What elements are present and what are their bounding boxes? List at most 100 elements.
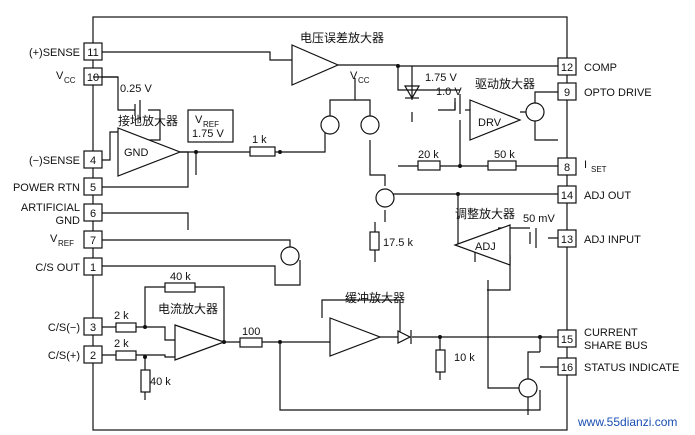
pin-5: 5 POWER RTN — [13, 177, 103, 196]
resistor-17k5: 17.5 k — [369, 231, 413, 251]
pin-6: 6 ARTIFICIAL GND — [21, 202, 103, 227]
svg-text:5: 5 — [90, 182, 96, 194]
resistor-100: 100 — [239, 326, 263, 348]
svg-text:6: 6 — [90, 208, 96, 220]
svg-text:7: 7 — [90, 235, 96, 247]
transistor-opto — [525, 102, 545, 122]
svg-text:SHARE BUS: SHARE BUS — [584, 340, 648, 352]
drive-amp: 驱动放大器 DRV — [469, 76, 535, 141]
resistor-10k: 10 k — [435, 349, 475, 373]
svg-text:16: 16 — [561, 362, 573, 374]
svg-text:ARTIFICIAL: ARTIFICIAL — [21, 202, 80, 214]
svg-text:1.75 V: 1.75 V — [192, 128, 224, 140]
svg-text:GND: GND — [56, 215, 81, 227]
svg-text:REF: REF — [203, 120, 219, 129]
battery-1v0: 1.0 V — [436, 86, 462, 114]
svg-text:C/S(−): C/S(−) — [48, 322, 80, 334]
svg-text:4: 4 — [90, 155, 96, 167]
svg-text:40 k: 40 k — [170, 271, 191, 283]
pin-13: 13 ADJ INPUT — [557, 229, 641, 248]
chip-boundary — [92, 16, 568, 431]
pin-14: 14 ADJ OUT — [557, 185, 631, 204]
pin-7: 7 V REF — [50, 230, 103, 249]
resistor-2k-a: 2 k — [114, 310, 137, 333]
ground-amp: 接地放大器 GND — [117, 113, 182, 177]
svg-text:2 k: 2 k — [114, 338, 129, 350]
svg-text:电流放大器: 电流放大器 — [158, 301, 218, 316]
svg-text:11: 11 — [87, 47, 98, 59]
pin-11: 11 (+)SENSE — [29, 42, 103, 61]
svg-text:SET: SET — [591, 165, 607, 174]
resistor-40k-bot: 40 k — [140, 369, 171, 393]
svg-text:10 k: 10 k — [454, 352, 475, 364]
svg-text:GND: GND — [124, 147, 149, 159]
svg-text:1: 1 — [90, 262, 96, 274]
vref-block: V REF 1.75 V — [187, 109, 234, 143]
buffer-diode — [397, 330, 412, 344]
buffer-amp: 缓冲放大器 — [329, 290, 405, 357]
svg-text:13: 13 — [561, 234, 573, 246]
svg-text:ADJ: ADJ — [475, 241, 496, 253]
resistor-40k-top: 40 k — [164, 271, 196, 293]
svg-text:0.25 V: 0.25 V — [120, 83, 152, 95]
svg-text:CC: CC — [64, 76, 76, 85]
svg-text:ADJ INPUT: ADJ INPUT — [584, 234, 641, 246]
svg-text:8: 8 — [564, 162, 570, 174]
svg-text:10: 10 — [87, 72, 99, 84]
resistor-2k-b: 2 k — [114, 338, 137, 361]
voltage-error-amp: 电压误差放大器 V CC — [291, 30, 384, 86]
svg-text:V: V — [195, 114, 203, 126]
svg-text:(−)SENSE: (−)SENSE — [29, 155, 80, 167]
resistor-20k: 20 k — [417, 149, 441, 171]
pin-3: 3 C/S(−) — [48, 317, 103, 336]
svg-text:电压误差放大器: 电压误差放大器 — [300, 30, 384, 45]
zener-1v75: 1.75 V — [403, 72, 457, 100]
pin-4: 4 (−)SENSE — [29, 150, 103, 169]
svg-text:ADJ OUT: ADJ OUT — [584, 190, 631, 202]
resistor-1k: 1 k — [249, 134, 276, 157]
svg-text:12: 12 — [561, 62, 573, 74]
svg-text:DRV: DRV — [478, 117, 502, 129]
svg-text:V: V — [56, 70, 64, 82]
svg-text:STATUS INDICATE: STATUS INDICATE — [584, 362, 679, 374]
pin-9: 9 OPTO DRIVE — [557, 82, 652, 101]
svg-text:3: 3 — [90, 322, 96, 334]
transistor-status — [518, 378, 538, 398]
pin-8: 8 I SET — [557, 157, 607, 176]
svg-text:50 mV: 50 mV — [523, 213, 555, 225]
svg-text:V: V — [50, 233, 58, 245]
battery-50mv: 50 mV — [523, 213, 555, 248]
svg-text:OPTO DRIVE: OPTO DRIVE — [584, 87, 652, 99]
resistor-50k: 50 k — [487, 149, 517, 171]
svg-text:17.5 k: 17.5 k — [383, 237, 413, 249]
svg-text:15: 15 — [561, 334, 573, 346]
transistor-vref — [280, 246, 300, 266]
watermark: www.55dianzi.com — [577, 415, 677, 429]
svg-text:(+)SENSE: (+)SENSE — [29, 47, 80, 59]
svg-text:I: I — [584, 159, 587, 171]
svg-text:REF: REF — [58, 239, 74, 248]
pin-16: 16 STATUS INDICATE — [557, 357, 679, 376]
svg-text:驱动放大器: 驱动放大器 — [475, 76, 535, 91]
svg-text:调整放大器: 调整放大器 — [455, 206, 515, 221]
pin-12: 12 COMP — [557, 57, 617, 76]
pin-15: 15 CURRENT SHARE BUS — [557, 327, 648, 352]
transistor-adj — [375, 188, 395, 208]
current-amp: 电流放大器 — [158, 301, 226, 361]
svg-text:1.0 V: 1.0 V — [436, 86, 462, 98]
svg-text:POWER RTN: POWER RTN — [13, 182, 80, 194]
svg-text:100: 100 — [242, 326, 260, 338]
svg-text:2 k: 2 k — [114, 310, 129, 322]
svg-text:CURRENT: CURRENT — [584, 327, 638, 339]
svg-text:9: 9 — [564, 87, 570, 99]
svg-text:C/S(+): C/S(+) — [48, 350, 80, 362]
svg-text:接地放大器: 接地放大器 — [118, 113, 178, 128]
svg-text:20 k: 20 k — [418, 149, 439, 161]
svg-text:V: V — [350, 70, 358, 82]
pin-1: 1 C/S OUT — [35, 257, 103, 276]
svg-text:COMP: COMP — [584, 62, 617, 74]
battery-0v25: 0.25 V — [120, 83, 152, 120]
svg-text:CC: CC — [358, 76, 370, 85]
svg-text:C/S OUT: C/S OUT — [35, 262, 80, 274]
